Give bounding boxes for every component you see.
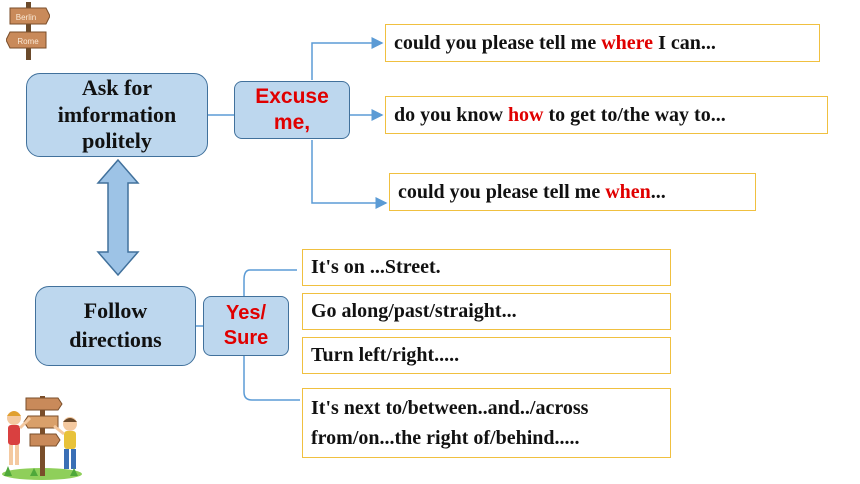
option-where-after: I can...	[653, 31, 716, 54]
direction-go-along-text: Go along/past/straight...	[311, 300, 517, 322]
direction-street: It's on ...Street.	[302, 249, 671, 286]
direction-next-to: It's next to/between..and../across from/…	[302, 388, 671, 458]
double-arrow-icon	[96, 158, 140, 277]
excuse-me-connector: Excuse me,	[234, 81, 350, 139]
option-where-before: could you please tell me	[394, 31, 602, 54]
signpost-icon: Berlin Rome	[6, 2, 50, 60]
excuse-me-label: Excuse me,	[255, 84, 329, 134]
branch-arrow-3	[311, 140, 388, 209]
branch-arrow-1	[311, 37, 384, 80]
ask-politely-label: Ask for imformation politely	[57, 75, 177, 154]
direction-turn-text: Turn left/right.....	[311, 344, 460, 366]
direction-go-along: Go along/past/straight...	[302, 293, 671, 330]
bracket-top	[243, 269, 297, 296]
bracket-bottom	[243, 356, 300, 401]
direction-turn: Turn left/right.....	[302, 337, 671, 374]
option-where: could you please tell me where I can...	[385, 24, 820, 62]
option-when-after: ...	[650, 180, 666, 203]
option-how-highlight: how	[507, 103, 544, 126]
option-where-highlight: where	[601, 31, 654, 54]
signpost-label-berlin: Berlin	[16, 13, 36, 22]
follow-directions-label: Follow directions	[69, 298, 162, 352]
direction-next-to-text: It's next to/between..and../across from/…	[311, 397, 589, 449]
option-how-after: to get to/the way to...	[543, 103, 726, 126]
yes-sure-connector: Yes/ Sure	[203, 296, 289, 356]
option-when-before: could you please tell me	[398, 180, 606, 203]
signpost-label-rome: Rome	[17, 37, 39, 46]
follow-directions-node: Follow directions	[35, 286, 196, 366]
direction-street-text: It's on ...Street.	[311, 256, 441, 278]
option-how: do you know how to get to/the way to...	[385, 96, 828, 134]
option-when-highlight: when	[605, 180, 651, 203]
kids-signpost-illustration	[2, 396, 82, 480]
yes-sure-label: Yes/ Sure	[223, 302, 269, 349]
ask-politely-node: Ask for imformation politely	[26, 73, 208, 157]
option-when: could you please tell me when...	[389, 173, 756, 211]
option-how-before: do you know	[394, 103, 508, 126]
